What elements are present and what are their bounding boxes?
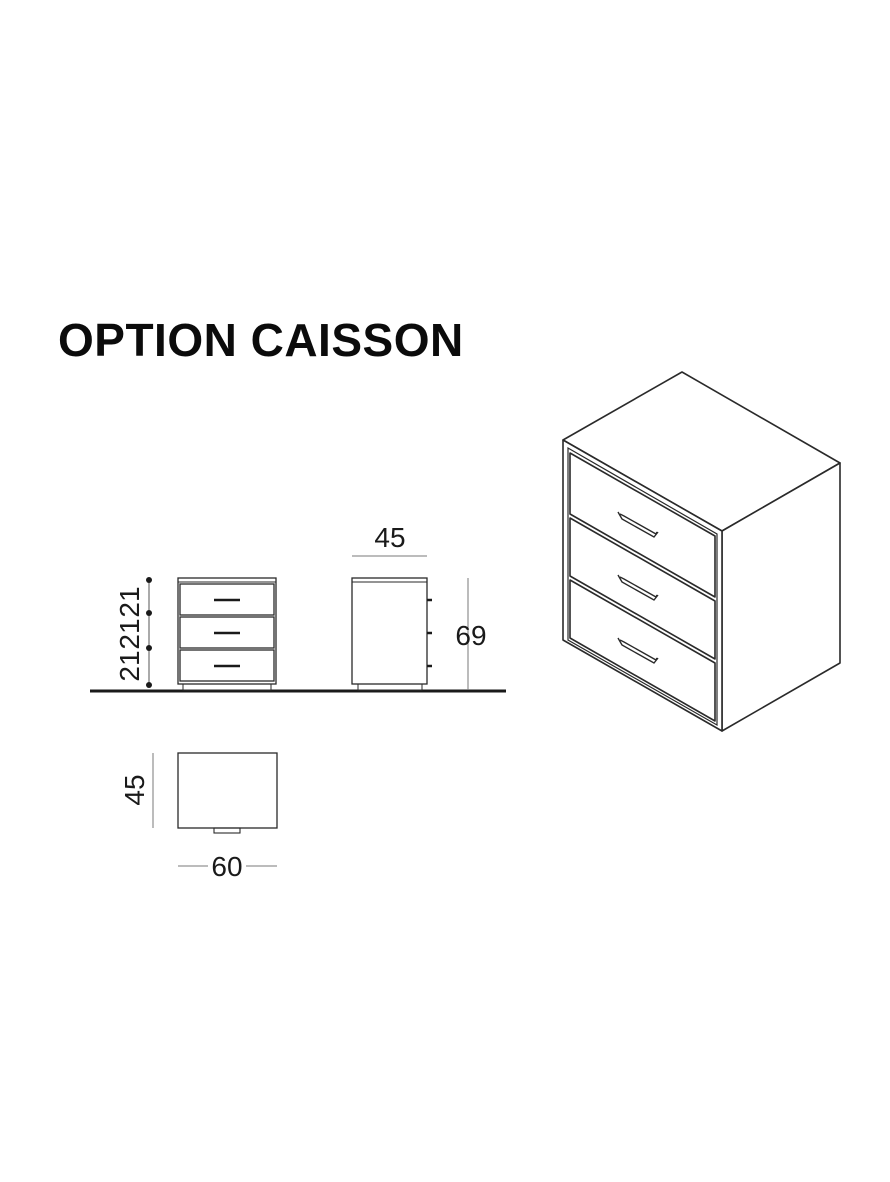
drawer-2-height-label: 21: [114, 618, 145, 649]
side-view: [351, 577, 432, 691]
front-view: [177, 577, 277, 691]
iso-handle-3: [617, 637, 659, 664]
front-drawer-3: [179, 649, 275, 682]
drawer-3-height-label: 21: [114, 650, 145, 681]
iso-handle-1: [617, 511, 659, 538]
isometric-view: [562, 371, 841, 732]
front-drawer-2: [179, 616, 275, 649]
drawer-dimension-line: [146, 577, 152, 688]
total-height-label: 69: [455, 620, 486, 651]
side-depth-label: 45: [374, 522, 405, 553]
front-drawer-1: [179, 583, 275, 616]
top-view: [177, 752, 278, 834]
page-title: OPTION CAISSON: [58, 314, 464, 366]
top-depth-label: 45: [119, 774, 150, 805]
front-base: [182, 683, 272, 691]
iso-drawer-3: [569, 579, 716, 722]
iso-drawer-2: [569, 517, 716, 660]
drawer-1-height-label: 21: [114, 586, 145, 617]
width-label: 60: [211, 851, 242, 882]
iso-drawer-1: [569, 452, 716, 598]
iso-handle-2: [617, 574, 659, 601]
